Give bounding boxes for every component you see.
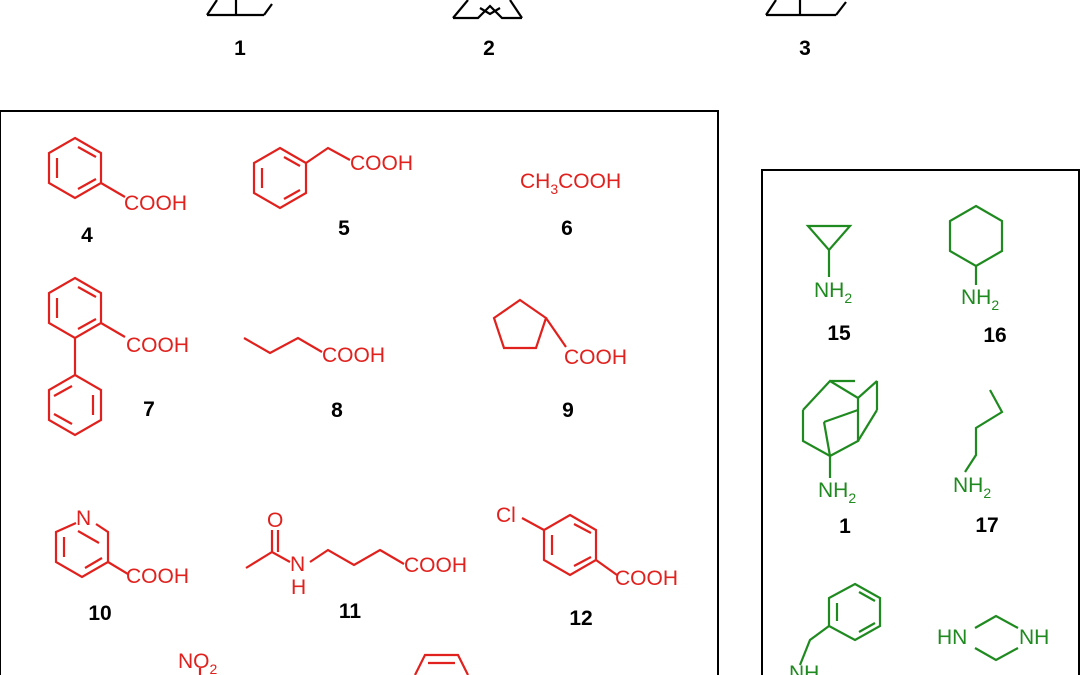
structure-16 — [948, 204, 1004, 285]
label-compound-10: 10 — [88, 602, 111, 625]
label-cooh-12: COOH — [615, 567, 678, 590]
structure-10 — [54, 521, 129, 579]
structure-7 — [47, 276, 126, 437]
label-compound-8: 8 — [331, 399, 343, 422]
label-compound-1-top: 1 — [234, 37, 246, 60]
structure-11 — [245, 530, 405, 569]
label-cooh-10: COOH — [126, 565, 189, 588]
scaffold-2 — [452, 0, 523, 20]
label-compound-1-amine: 1 — [839, 515, 851, 538]
acids-structures — [47, 136, 618, 675]
structure-1-amine — [801, 379, 879, 478]
structure-9 — [492, 298, 567, 350]
label-cooh-5: COOH — [350, 152, 413, 175]
scaffold-1 — [206, 0, 273, 17]
label-pyridine-n-10: N — [76, 507, 91, 530]
label-no2-13: NO2 — [178, 650, 218, 675]
label-compound-3: 3 — [799, 37, 811, 60]
label-ch3cooh-6: CH3COOH — [520, 170, 621, 197]
structure-8 — [243, 336, 323, 355]
scaffold-3 — [765, 0, 847, 17]
label-compound-4: 4 — [81, 224, 93, 247]
structure-4 — [47, 136, 126, 200]
label-compound-7: 7 — [143, 398, 155, 421]
amines-structures — [798, 204, 1019, 666]
label-compound-16: 16 — [983, 324, 1006, 347]
label-nh2-1: NH2 — [818, 479, 856, 506]
label-cooh-11: COOH — [404, 554, 467, 577]
acids-text: COOH COOH CH3COOH COOH COOH COOH N COOH … — [76, 152, 678, 675]
structure-15 — [805, 224, 853, 277]
label-cooh-9: COOH — [564, 346, 627, 369]
amines-text: NH2 NH2 NH2 NH2 NH HN NH — [789, 279, 1049, 675]
label-cooh-7: COOH — [126, 334, 189, 357]
label-nh2-17: NH2 — [953, 474, 991, 501]
label-hn-piperazine: HN — [937, 626, 967, 649]
acids-panel-frame — [0, 110, 719, 675]
structure-benzylamine-partial — [798, 582, 882, 666]
label-nh-piperazine: NH — [1019, 626, 1049, 649]
label-carbonyl-o-11: O — [267, 509, 283, 532]
label-compound-17: 17 — [975, 514, 998, 537]
label-cooh-4: COOH — [124, 192, 187, 215]
label-compound-11: 11 — [339, 600, 362, 623]
label-compound-6: 6 — [561, 217, 573, 240]
label-compound-5: 5 — [338, 217, 350, 240]
label-compound-15: 15 — [827, 322, 851, 345]
label-nh2-15: NH2 — [814, 279, 852, 306]
structure-14-partial — [414, 653, 469, 675]
label-cooh-8: COOH — [322, 344, 385, 367]
label-amide-n-11: N — [290, 553, 305, 576]
label-compound-2: 2 — [483, 37, 495, 60]
structure-piperazine-partial — [974, 614, 1019, 662]
label-nh-benzylamine: NH — [789, 662, 819, 675]
structure-12 — [521, 513, 618, 577]
label-compound-12: 12 — [569, 607, 592, 630]
amines-panel-frame — [761, 169, 1080, 675]
structure-5 — [252, 146, 351, 210]
label-cl-12: Cl — [496, 504, 516, 527]
label-amide-h-11: H — [291, 576, 306, 599]
label-compound-9: 9 — [562, 399, 574, 422]
label-nh2-16: NH2 — [961, 286, 999, 313]
structure-17 — [964, 389, 1004, 473]
